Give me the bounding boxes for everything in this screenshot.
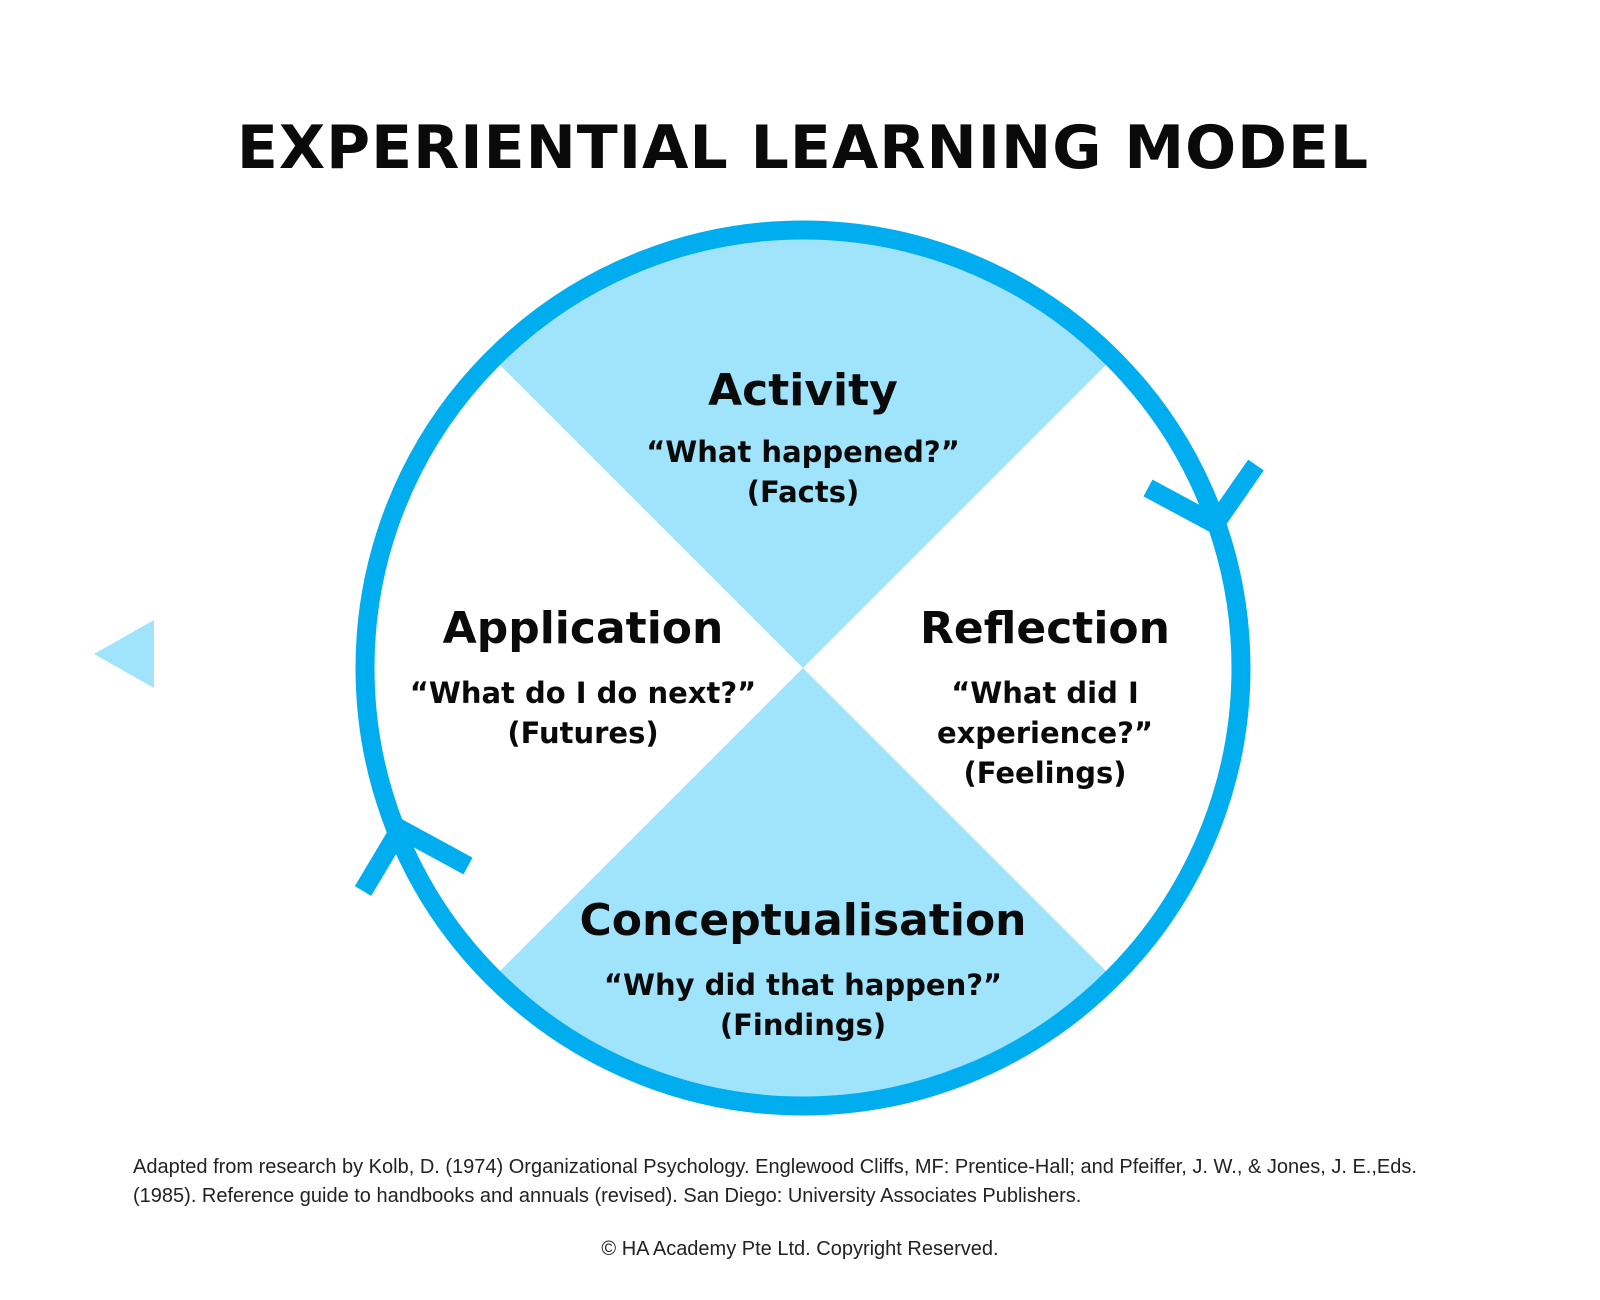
reflection-question-line1: “What did I — [951, 676, 1139, 710]
conceptualisation-category: (Findings) — [720, 1008, 886, 1042]
reflection-question-line2: experience?” — [937, 716, 1153, 750]
page-title: EXPERIENTIAL LEARNING MODEL — [237, 113, 1369, 183]
quadrant-conceptualisation: Conceptualisation “Why did that happen?”… — [579, 895, 1026, 1042]
cycle-arrow-left-icon — [354, 816, 473, 896]
reflection-category: (Feelings) — [963, 756, 1126, 790]
application-question: “What do I do next?” — [410, 676, 756, 710]
application-category: (Futures) — [507, 716, 658, 750]
copyright-notice: © HA Academy Pte Ltd. Copyright Reserved… — [601, 1238, 999, 1260]
conceptualisation-title: Conceptualisation — [579, 895, 1026, 946]
application-title: Application — [443, 603, 724, 654]
conceptualisation-question: “Why did that happen?” — [604, 968, 1002, 1002]
quadrant-application: Application “What do I do next?” (Future… — [410, 603, 756, 750]
activity-title: Activity — [708, 365, 898, 416]
quadrant-activity: Activity “What happened?” (Facts) — [646, 365, 960, 509]
activity-category: (Facts) — [747, 475, 860, 509]
quadrant-reflection: Reflection “What did I experience?” (Fee… — [920, 603, 1170, 790]
reflection-title: Reflection — [920, 603, 1170, 654]
citation-line-2: (1985). Reference guide to handbooks and… — [133, 1185, 1082, 1207]
cycle-arrow-right-icon — [1143, 459, 1264, 537]
activity-question: “What happened?” — [646, 435, 960, 469]
citation-footnote: Adapted from research by Kolb, D. (1974)… — [133, 1153, 1553, 1211]
nav-previous-icon[interactable] — [94, 620, 154, 688]
cycle-ring — [355, 220, 1251, 1116]
citation-line-1: Adapted from research by Kolb, D. (1974)… — [133, 1156, 1417, 1178]
